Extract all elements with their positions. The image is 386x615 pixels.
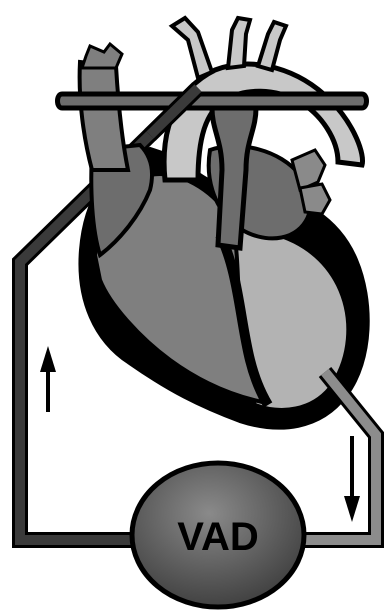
left-carotid-artery [228,18,250,68]
left-subclavian-artery [258,22,286,70]
superior-vena-cava [80,62,128,170]
down-arrow-icon [344,436,360,522]
brachiocephalic-artery [172,18,212,78]
up-arrow-icon [40,346,56,412]
vad-label: VAD [177,515,258,559]
svc-stub [82,44,122,68]
pulmonary-vein-lower [300,184,330,214]
